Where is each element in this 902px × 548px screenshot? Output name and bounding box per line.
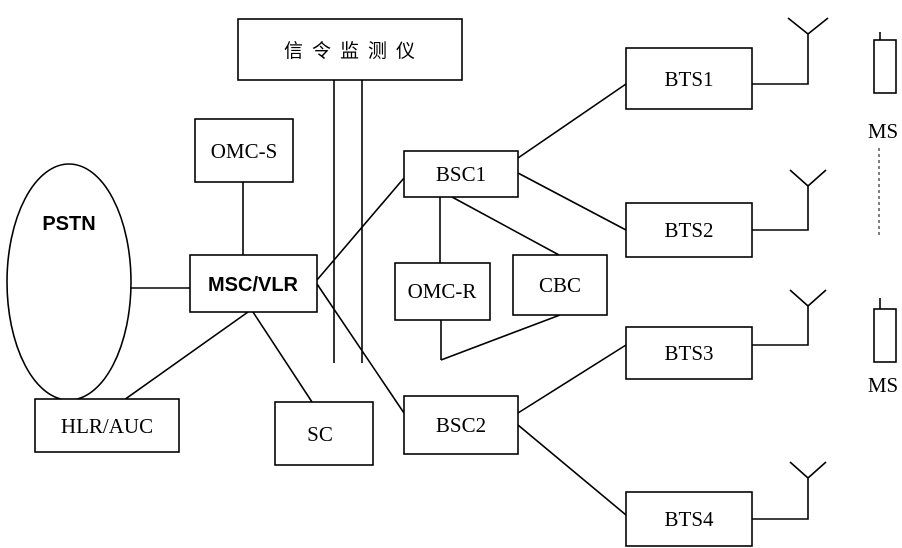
- mobile-station-icon-top: [873, 32, 897, 94]
- edge-bsc1-cbc: [451, 196, 560, 256]
- antenna-bts3: [752, 289, 827, 346]
- node-cbc: CBC: [512, 254, 608, 316]
- edge-msc-sc: [252, 311, 313, 403]
- antenna-bts4: [752, 461, 827, 520]
- bts2-label: BTS2: [664, 218, 713, 242]
- ms-label-top: MS: [868, 119, 898, 143]
- edge-msc-hlr: [123, 311, 249, 401]
- edge-bsc1-bts2: [517, 172, 627, 231]
- node-omc-s: OMC-S: [194, 118, 294, 183]
- pstn-label: PSTN: [42, 213, 95, 235]
- node-msc-vlr: MSC/VLR: [189, 254, 318, 313]
- connections: [123, 80, 880, 516]
- node-sc: SC: [274, 401, 374, 466]
- omc-s-label: OMC-S: [211, 139, 278, 163]
- node-hlr-auc: HLR/AUC: [34, 398, 180, 453]
- bsc2-label: BSC2: [436, 413, 486, 437]
- bts3-label: BTS3: [664, 341, 713, 365]
- ms-label-bottom: MS: [868, 373, 898, 397]
- edge-cbc-bsc2: [440, 314, 561, 361]
- bts1-label: BTS1: [664, 67, 713, 91]
- msc-vlr-label: MSC/VLR: [208, 274, 299, 296]
- node-pstn: PSTN: [6, 163, 132, 401]
- antenna-bts1: [752, 17, 829, 85]
- antenna-bts2: [752, 169, 827, 231]
- mobile-station-icon-bottom: [873, 298, 897, 363]
- node-omc-r: OMC-R: [394, 262, 491, 321]
- hlr-auc-label: HLR/AUC: [61, 414, 153, 438]
- edge-bsc2-bts3: [517, 344, 627, 414]
- sc-label: SC: [307, 422, 333, 446]
- monitor-label: 信令监测仪: [284, 40, 424, 62]
- node-bts2: BTS2: [625, 202, 753, 258]
- bsc1-label: BSC1: [436, 162, 486, 186]
- edge-bsc1-bts1: [517, 83, 627, 159]
- edge-bsc2-bts4: [517, 424, 627, 516]
- edge-msc-bsc1: [316, 177, 405, 281]
- cbc-label: CBC: [539, 273, 581, 297]
- omc-r-label: OMC-R: [408, 279, 477, 303]
- edge-msc-bsc2: [316, 283, 405, 414]
- node-bsc1: BSC1: [403, 150, 519, 198]
- node-bts1: BTS1: [625, 47, 753, 110]
- node-monitor: 信令监测仪: [237, 18, 463, 81]
- node-bsc2: BSC2: [403, 395, 519, 455]
- node-bts4: BTS4: [625, 491, 753, 547]
- bts4-label: BTS4: [664, 507, 714, 531]
- node-bts3: BTS3: [625, 326, 753, 380]
